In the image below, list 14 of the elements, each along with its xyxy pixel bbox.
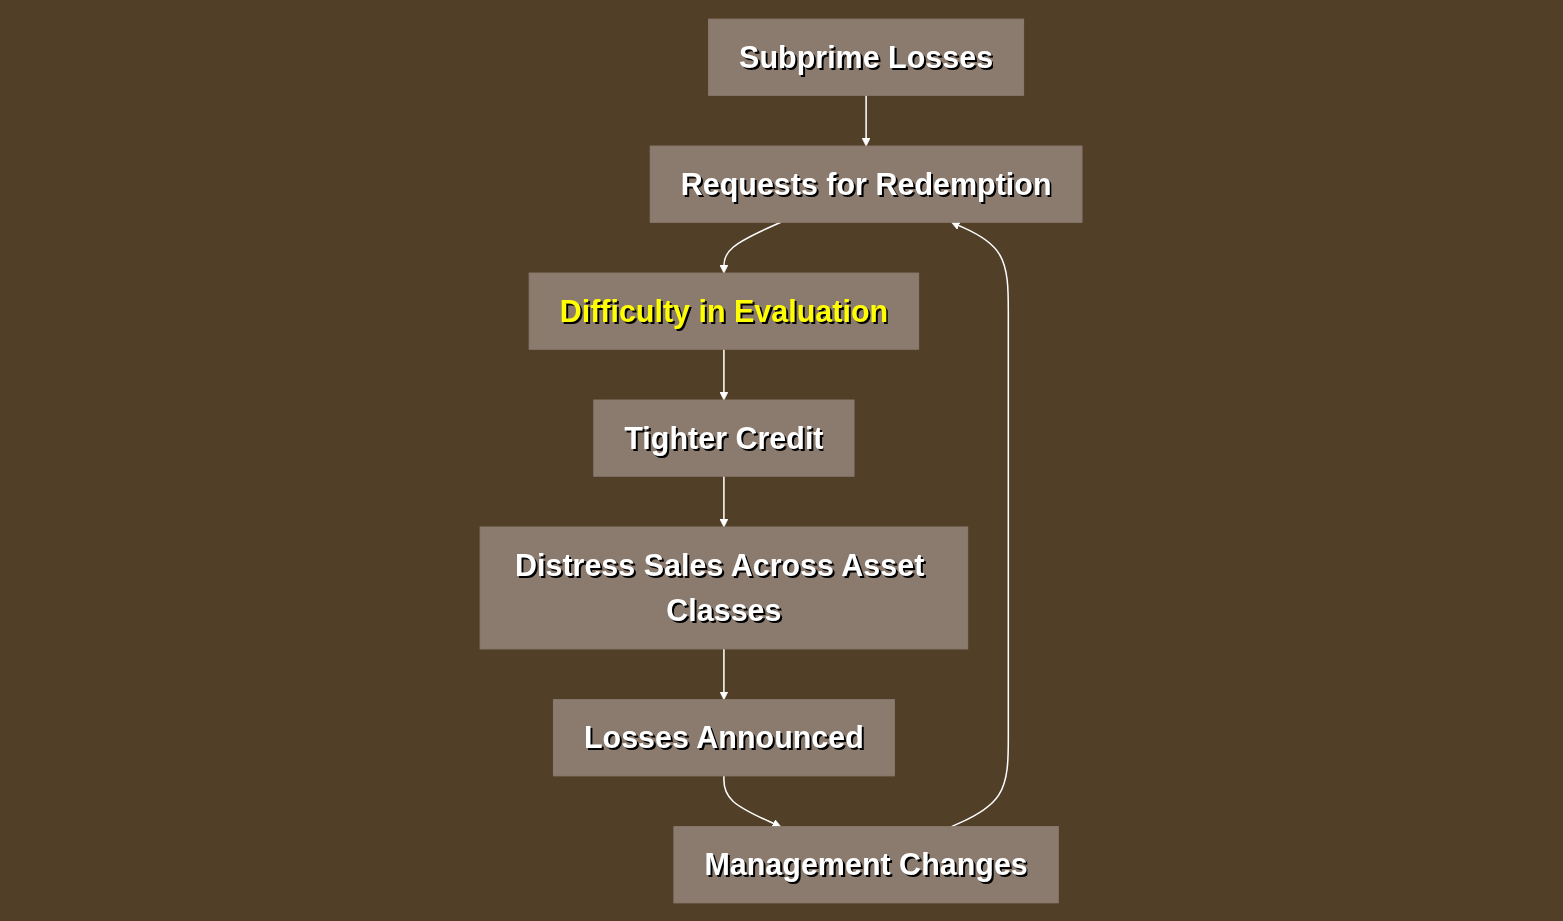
node-box: Tighter Credit [593,399,855,477]
node-box: Subprime Losses [708,18,1025,96]
arrow [719,348,729,400]
arrow [719,474,729,527]
arrow [719,647,729,700]
node-box: Requests for Redemption [650,145,1083,223]
arrow [862,94,871,146]
node-box: Management Changes [673,825,1060,903]
arrow [719,221,782,273]
arrow [723,774,782,827]
node-box: Difficulty in Evaluation [529,272,920,350]
arrow [951,221,1010,827]
node-box: Losses Announced [553,698,896,776]
node-box: Distress Sales Across Asset Classes [480,526,969,649]
